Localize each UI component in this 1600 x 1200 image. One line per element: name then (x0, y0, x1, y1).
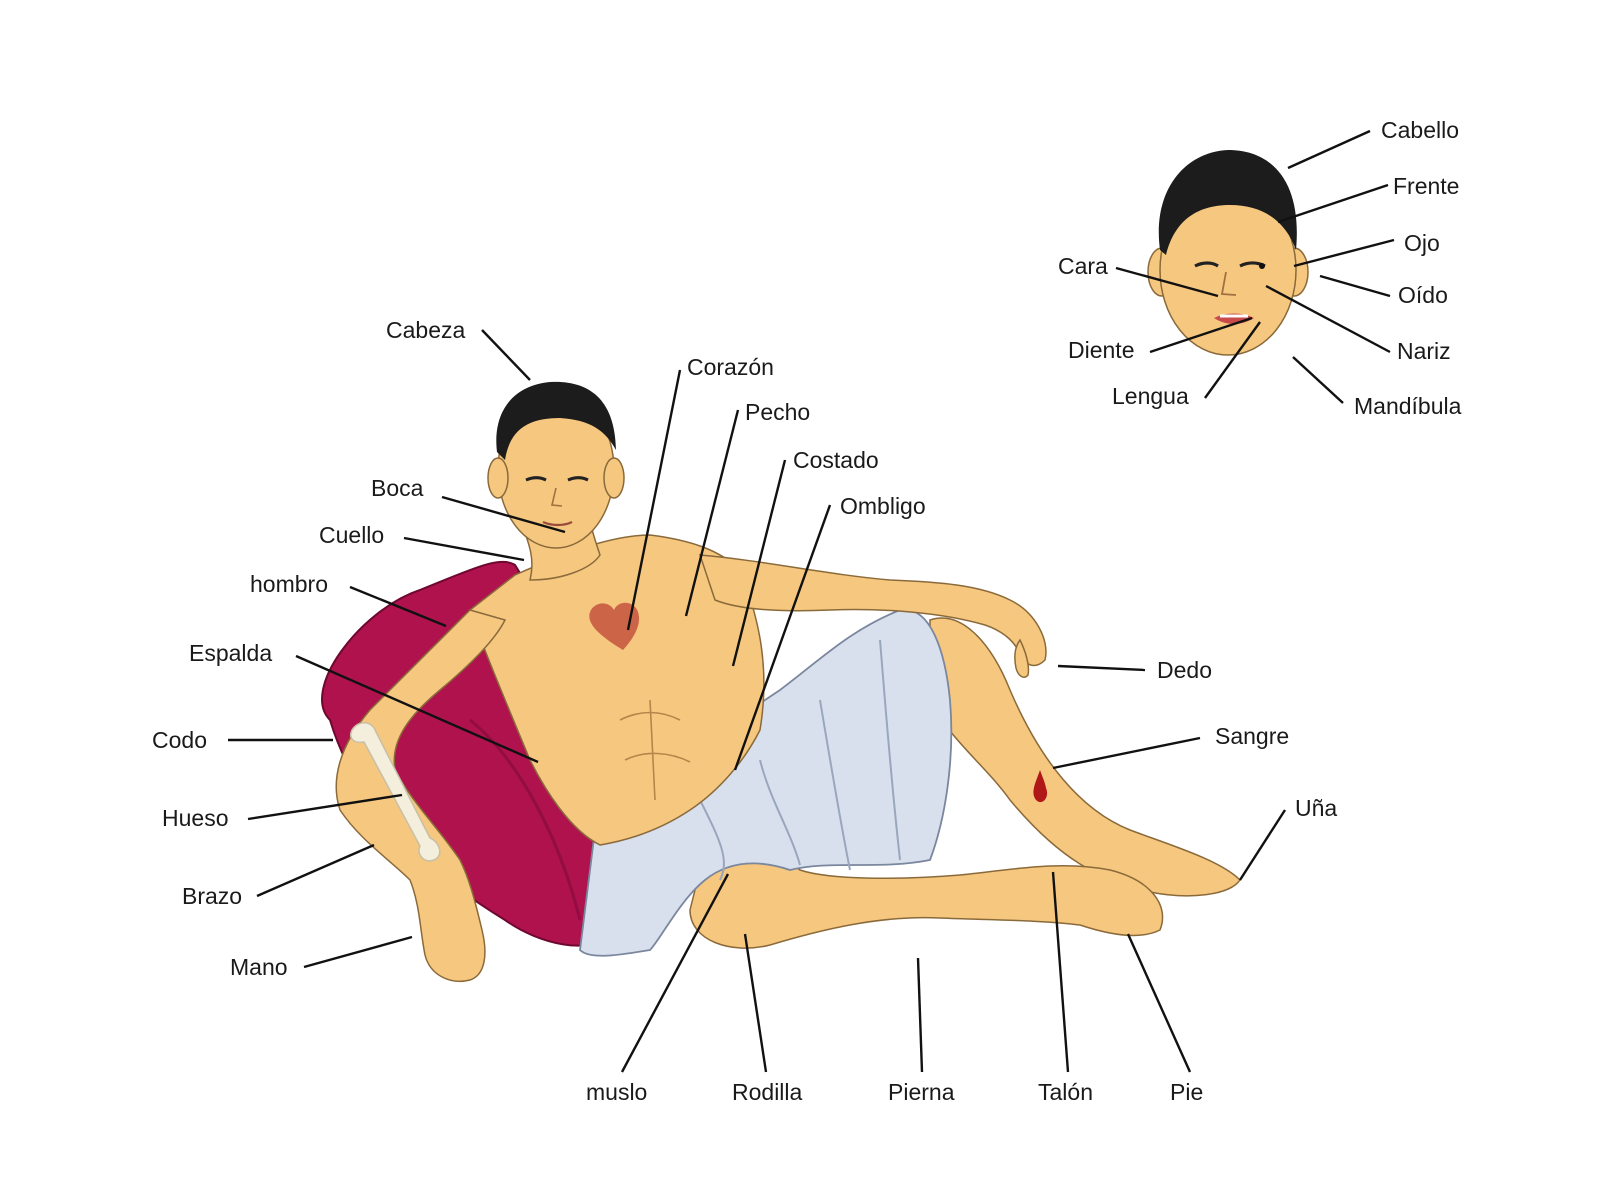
left-leg (689, 852, 1164, 949)
face-eye-dot (1259, 263, 1265, 269)
label-pecho: Pecho (745, 399, 810, 425)
label-nariz: Nariz (1397, 338, 1451, 364)
label-talon: Talón (1038, 1079, 1093, 1105)
label-una: Uña (1295, 795, 1337, 821)
label-lengua: Lengua (1112, 383, 1189, 409)
leader-lines (228, 129, 1395, 1073)
blood-drop (1033, 770, 1048, 803)
label-hombro: hombro (250, 571, 328, 597)
label-sangre: Sangre (1215, 723, 1289, 749)
left-arm (335, 609, 507, 982)
arm-bone (350, 722, 441, 862)
label-dedo: Dedo (1157, 657, 1212, 683)
label-cuello: Cuello (319, 522, 384, 548)
right-arm (698, 554, 1047, 667)
label-corazon: Corazón (687, 354, 774, 380)
label-mandibula: Mandíbula (1354, 393, 1462, 419)
label-cabello: Cabello (1381, 117, 1459, 143)
label-mano: Mano (230, 954, 288, 980)
hair (496, 381, 616, 460)
label-cabeza: Cabeza (386, 317, 465, 343)
body-labels: Cabeza Corazón Pecho Costado Ombligo Boc… (152, 317, 1337, 1105)
label-costado: Costado (793, 447, 879, 473)
label-espalda: Espalda (189, 640, 272, 666)
label-pie: Pie (1170, 1079, 1203, 1105)
label-muslo: muslo (586, 1079, 647, 1105)
right-hand-fingers (1014, 638, 1030, 678)
ear (487, 457, 509, 499)
label-pierna: Pierna (888, 1079, 955, 1105)
face-detail (1147, 150, 1309, 356)
cloth (579, 608, 953, 957)
heart-shape (589, 602, 640, 650)
label-diente: Diente (1068, 337, 1134, 363)
face-labels: Cabello Frente Ojo Oído Nariz Mandíbula … (1058, 117, 1462, 419)
label-rodilla: Rodilla (732, 1079, 803, 1105)
reclining-figure (321, 381, 1241, 982)
label-cara: Cara (1058, 253, 1108, 279)
label-boca: Boca (371, 475, 424, 501)
label-frente: Frente (1393, 173, 1459, 199)
label-ojo: Ojo (1404, 230, 1440, 256)
torso (469, 534, 765, 846)
label-oido: Oído (1398, 282, 1448, 308)
label-brazo: Brazo (182, 883, 242, 909)
label-codo: Codo (152, 727, 207, 753)
face-hair (1158, 150, 1297, 255)
label-hueso: Hueso (162, 805, 228, 831)
label-ombligo: Ombligo (840, 493, 926, 519)
